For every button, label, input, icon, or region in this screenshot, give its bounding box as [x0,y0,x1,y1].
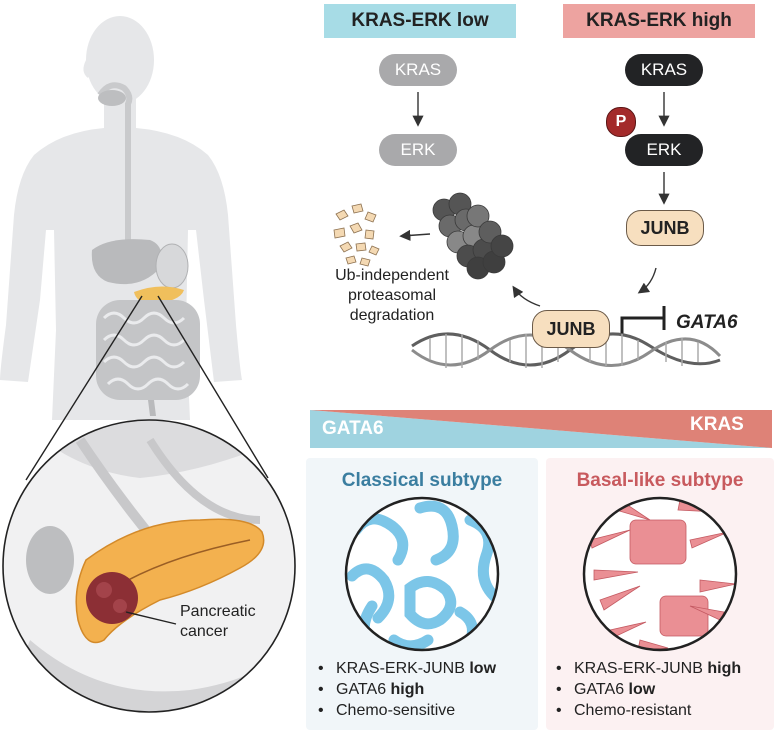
basal-bullet-1: KRAS-ERK-JUNB high [552,658,741,679]
basal-bullet-2-text: GATA6 [574,681,629,698]
kras-wedge [310,410,772,448]
junb-on-dna: JUNB [532,310,610,348]
gradient-label-gata6: GATA6 [322,418,384,439]
basal-bullet-3: Chemo-resistant [552,700,741,721]
degradation-label-line2: proteasomal [347,287,437,304]
basal-bullets: KRAS-ERK-JUNB high GATA6 low Chemo-resis… [552,658,741,721]
junb-node-high: JUNB [626,210,704,246]
degradation-label: Ub-independent proteasomal degradation [322,266,462,326]
zoom-lines [25,295,269,481]
classical-bullet-3: Chemo-sensitive [314,700,496,721]
classical-title: Classical subtype [341,470,503,491]
basal-bullet-2-bold: low [628,681,656,698]
degradation-label-line3: degradation [349,307,435,324]
phospho-badge: P [606,107,636,137]
proteasome [432,192,514,280]
classical-bullet-1-bold: low [469,660,497,677]
inhibition-symbol [620,306,666,336]
classical-bullet-1-text: KRAS-ERK-JUNB [336,660,470,677]
classical-bullet-2: GATA6 high [314,679,496,700]
digestive-organs [91,239,200,416]
classical-bullet-2-text: GATA6 [336,681,391,698]
degraded-fragments [333,203,380,267]
erk-node-low: ERK [379,134,457,166]
pancreatic-cancer-label-line1: Pancreatic [180,603,256,620]
classical-bullet-2-bold: high [390,681,425,698]
gata6-gene-label: GATA6 [676,312,738,333]
gradient-label-kras: KRAS [690,414,744,435]
basal-bullet-1-bold: high [707,660,742,677]
basal-title: Basal-like subtype [576,470,744,491]
pathway-arrows [399,92,670,307]
classical-bullets: KRAS-ERK-JUNB low GATA6 high Chemo-sensi… [314,658,496,721]
classical-bullet-3-text: Chemo-sensitive [336,702,456,719]
kras-node-high: KRAS [625,54,703,86]
kras-node-low: KRAS [379,54,457,86]
header-kras-erk-high: KRAS-ERK high [563,4,755,38]
pancreatic-cancer-label-line2: cancer [180,623,229,640]
esophagus [97,82,133,250]
classical-bullet-1: KRAS-ERK-JUNB low [314,658,496,679]
pancreatic-cancer-label: Pancreatic cancer [180,602,256,642]
degradation-label-line1: Ub-independent [335,267,449,284]
basal-bullet-3-text: Chemo-resistant [574,702,692,719]
basal-tissue [582,496,738,652]
basal-bullet-1-text: KRAS-ERK-JUNB [574,660,708,677]
basal-bullet-2: GATA6 low [552,679,741,700]
classical-tissue [344,496,500,652]
header-kras-erk-low: KRAS-ERK low [324,4,516,38]
erk-node-high: ERK [625,134,703,166]
